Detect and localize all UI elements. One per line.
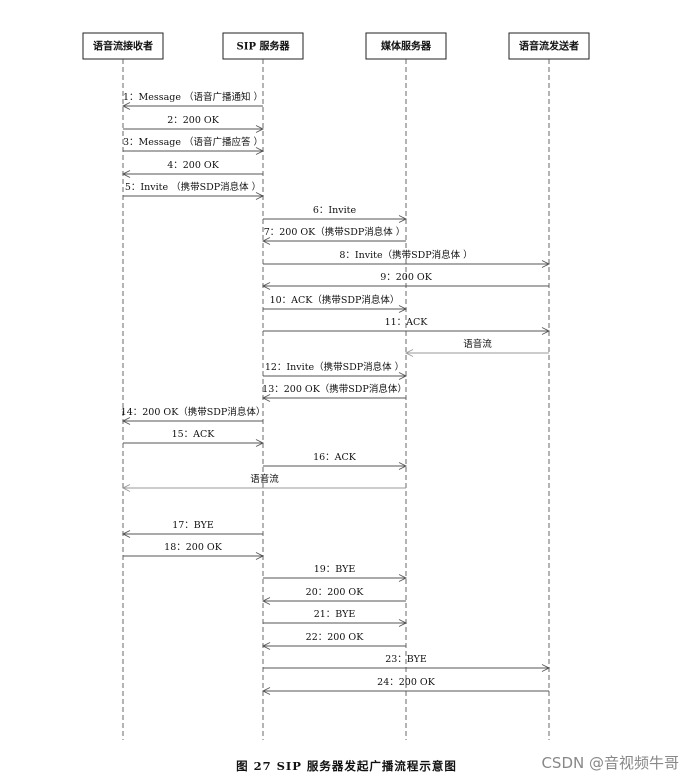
message-label-25: 23：BYE — [385, 654, 427, 665]
watermark-text: CSDN @音视频牛哥 — [541, 754, 679, 772]
arrow-head-7 — [261, 237, 271, 245]
participant-box-sender — [508, 32, 590, 60]
arrow-head-24 — [261, 642, 271, 650]
message-label-14: 13：200 OK（携带SDP消息体） — [262, 383, 407, 395]
message-label-19: 17：BYE — [172, 520, 214, 531]
message-label-12: 语音流 — [463, 338, 492, 350]
message-label-13: 12：Invite（携带SDP消息体 ） — [265, 361, 404, 373]
arrow-head-5 — [255, 192, 265, 200]
arrow-head-18 — [121, 484, 131, 492]
message-label-10: 10：ACK（携带SDP消息体） — [270, 294, 400, 306]
message-label-1: 1：Message （语音广播通知 ） — [123, 91, 263, 103]
arrow-head-14 — [261, 394, 271, 402]
arrow-head-21 — [398, 574, 408, 582]
arrow-head-4 — [121, 170, 131, 178]
message-label-9: 9：200 OK — [380, 272, 432, 283]
arrow-head-3 — [255, 147, 265, 155]
message-label-16: 15：ACK — [172, 429, 216, 440]
message-label-24: 22：200 OK — [306, 632, 365, 643]
message-label-21: 19：BYE — [314, 564, 356, 575]
message-label-22: 20：200 OK — [306, 587, 365, 598]
message-label-11: 11：ACK — [385, 317, 429, 328]
message-label-3: 3：Message （语音广播应答 ） — [123, 136, 263, 148]
message-label-26: 24：200 OK — [377, 677, 436, 688]
arrow-head-15 — [121, 417, 131, 425]
message-label-2: 2：200 OK — [167, 115, 219, 126]
arrow-head-13 — [398, 372, 408, 380]
message-label-6: 6：Invite — [313, 205, 357, 216]
arrow-head-12 — [404, 349, 414, 357]
message-label-7: 7：200 OK（携带SDP消息体 ） — [264, 226, 406, 238]
message-label-23: 21：BYE — [314, 609, 356, 620]
arrow-head-16 — [255, 439, 265, 447]
arrow-head-22 — [261, 597, 271, 605]
arrow-head-6 — [398, 215, 408, 223]
message-label-18: 语音流 — [250, 473, 279, 485]
participant-label-receiver: 语音流接收者 — [93, 40, 153, 53]
message-label-4: 4：200 OK — [167, 160, 219, 171]
arrow-head-17 — [398, 462, 408, 470]
participant-box-media — [365, 32, 447, 60]
arrow-head-19 — [121, 530, 131, 538]
participant-box-receiver — [82, 32, 164, 60]
arrow-head-25 — [541, 664, 551, 672]
arrow-head-10 — [398, 305, 408, 313]
participant-box-sip — [222, 32, 304, 60]
participant-label-sender: 语音流发送者 — [519, 40, 579, 53]
arrow-head-20 — [255, 552, 265, 560]
figure-caption: 图 27 SIP 服务器发起广播流程示意图 — [236, 759, 457, 773]
participant-label-sip: SIP 服务器 — [237, 40, 291, 53]
message-label-5: 5：Invite （携带SDP消息体 ） — [125, 181, 261, 193]
message-label-15: 14：200 OK（携带SDP消息体） — [121, 406, 266, 418]
arrow-head-8 — [541, 260, 551, 268]
message-label-20: 18：200 OK — [164, 542, 223, 553]
arrow-head-2 — [255, 125, 265, 133]
arrow-head-26 — [261, 687, 271, 695]
message-label-17: 16：ACK — [313, 452, 357, 463]
arrow-head-11 — [541, 327, 551, 335]
message-label-8: 8：Invite（携带SDP消息体 ） — [339, 249, 472, 261]
arrow-head-1 — [121, 102, 131, 110]
arrow-head-9 — [261, 282, 271, 290]
arrow-head-23 — [398, 619, 408, 627]
participant-label-media: 媒体服务器 — [380, 40, 432, 53]
